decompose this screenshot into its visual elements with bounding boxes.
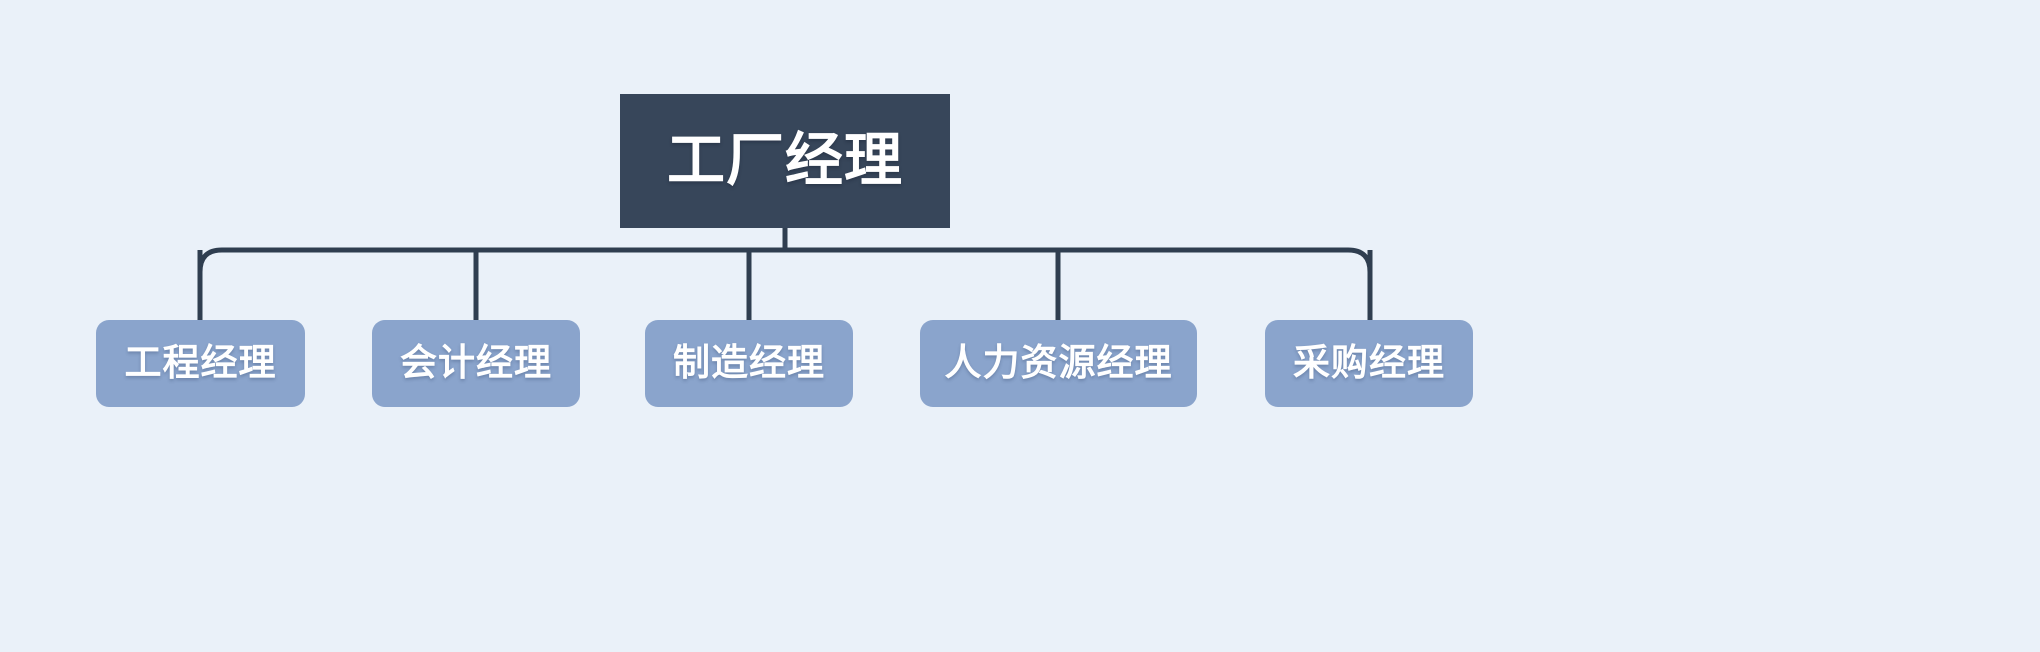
node-engineering-manager[interactable]: 工程经理: [96, 320, 305, 407]
node-engineering-manager-label: 工程经理: [124, 342, 277, 384]
node-accounting-manager[interactable]: 会计经理: [372, 320, 580, 407]
node-manufacturing-manager-label: 制造经理: [673, 342, 825, 384]
node-factory-manager[interactable]: 工厂经理: [620, 94, 950, 228]
node-accounting-manager-label: 会计经理: [400, 342, 552, 384]
node-procurement-manager-label: 采购经理: [1293, 342, 1445, 384]
node-manufacturing-manager[interactable]: 制造经理: [645, 320, 853, 407]
node-human-resources-manager[interactable]: 人力资源经理: [920, 320, 1197, 407]
node-procurement-manager[interactable]: 采购经理: [1265, 320, 1473, 407]
node-human-resources-manager-label: 人力资源经理: [944, 342, 1173, 384]
node-factory-manager-label: 工厂经理: [666, 128, 903, 194]
